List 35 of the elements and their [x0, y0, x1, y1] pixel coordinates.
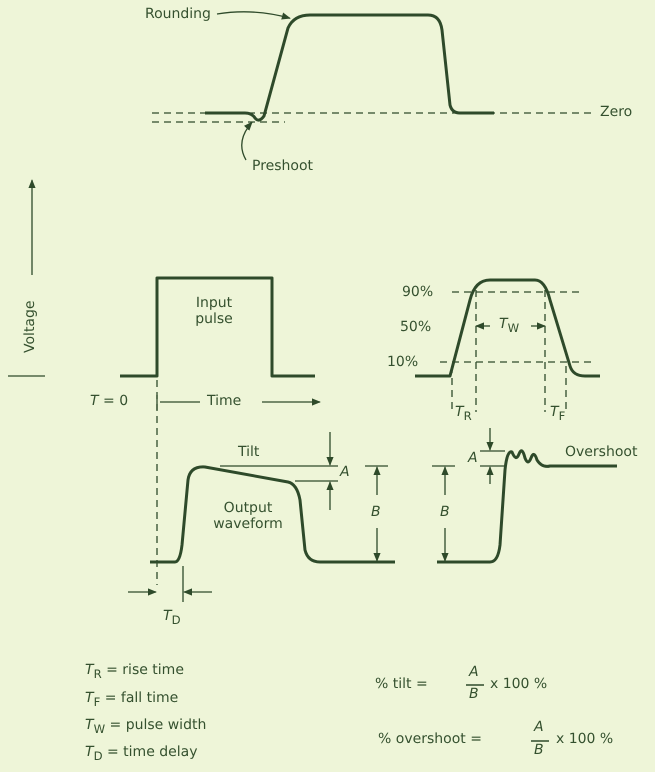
axis-label: Time	[207, 393, 242, 410]
waveform-label: Tilt	[238, 444, 260, 460]
waveform-label: Input pulse	[194, 295, 234, 328]
callout-label: Rounding	[145, 6, 211, 22]
formula-text: B	[469, 686, 479, 702]
axis-label: Voltage	[22, 300, 38, 353]
leader-line	[241, 122, 253, 160]
time-symbol: T$_{W}$	[499, 316, 520, 336]
formula-text: A	[469, 664, 479, 680]
definition-text: T$_{W}$ = pulse width	[85, 717, 206, 736]
time-symbol: T$_{D}$	[163, 608, 181, 628]
waveform-label: Output waveform	[212, 500, 284, 532]
formula-text: % overshoot =	[378, 731, 482, 748]
definition-text: T$_{F}$ = fall time	[85, 690, 178, 710]
leader-line	[216, 11, 291, 20]
time-symbol: T$_{F}$	[550, 404, 566, 424]
definition-text: T$_{D}$ = time delay	[85, 744, 198, 764]
formula-text: % tilt =	[375, 676, 428, 692]
time-label: T = 0	[90, 393, 128, 410]
percent-label: 10%	[387, 354, 418, 370]
formula-text: x 100 %	[490, 676, 548, 692]
formula-text: A	[534, 719, 544, 736]
percent-label: 90%	[402, 284, 434, 300]
formula-text: B	[534, 742, 544, 758]
waveform-label: Overshoot	[565, 444, 638, 460]
dimension-label: A	[468, 450, 478, 466]
dimension-label: B	[440, 504, 450, 520]
percent-label: 50%	[400, 319, 432, 336]
dimension-label: A	[340, 464, 350, 480]
dimension-label: B	[371, 504, 381, 520]
callout-label: Preshoot	[252, 158, 314, 174]
definition-text: T$_{R}$ = rise time	[85, 662, 184, 682]
axis-label: Zero	[600, 104, 632, 120]
formula-text: x 100 %	[556, 731, 614, 748]
time-symbol: T$_{R}$	[455, 404, 472, 424]
